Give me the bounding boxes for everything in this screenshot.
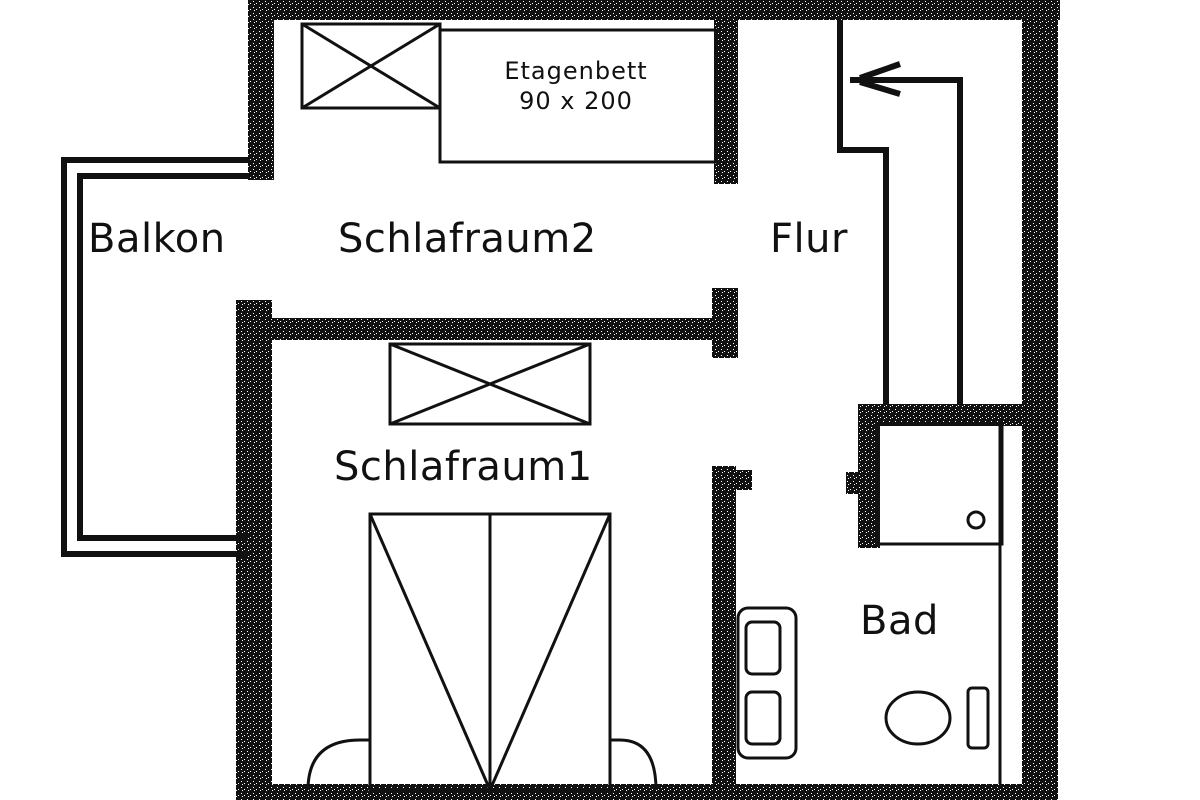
interior-walls xyxy=(272,18,1024,796)
room-label-schlafraum2: Schlafraum2 xyxy=(338,216,597,262)
room-label-bad: Bad xyxy=(860,598,939,644)
wardrobe-schlafraum2 xyxy=(300,22,442,110)
bathroom-fixtures xyxy=(736,422,1004,784)
bunk-bed-size: 90 x 200 xyxy=(519,87,633,115)
room-label-balkon: Balkon xyxy=(88,216,226,262)
bunk-bed-name: Etagenbett xyxy=(504,57,648,85)
outer-walls xyxy=(236,0,1060,800)
balcony-outline xyxy=(61,157,250,557)
stair-shaft xyxy=(837,20,963,404)
room-label-schlafraum1: Schlafraum1 xyxy=(334,444,593,490)
room-label-flur: Flur xyxy=(770,216,848,262)
bunk-bed-label: Etagenbett 90 x 200 xyxy=(448,56,704,116)
wardrobe-schlafraum1 xyxy=(388,342,592,426)
double-bed xyxy=(306,512,658,792)
